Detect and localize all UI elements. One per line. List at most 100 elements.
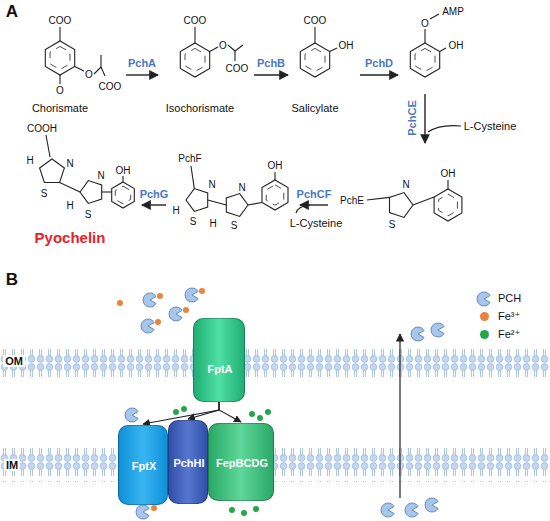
chemical-bond — [60, 183, 80, 193]
chemical-bond — [210, 47, 218, 52]
chemical-bond — [75, 67, 84, 72]
atom-label: O — [85, 69, 93, 80]
enzyme-label: PchCF — [297, 188, 332, 200]
atom-label: COO — [49, 15, 72, 26]
reagent-label: L-Cysteine — [290, 217, 343, 229]
atom-label: S — [231, 220, 238, 231]
ring-bond — [112, 182, 135, 208]
reaction-arrow — [126, 74, 158, 75]
outer-membrane — [0, 345, 550, 378]
node-text: PchF — [178, 153, 201, 164]
chemical-bond — [430, 14, 439, 19]
ring-bond — [40, 159, 65, 183]
compound-structure: AMP — [400, 4, 476, 92]
aromatic-bond — [439, 194, 458, 216]
enzyme-label: PchCE — [406, 100, 418, 135]
enzyme-label: PchA — [128, 57, 156, 69]
atom-label: COO — [304, 15, 327, 26]
enzyme-label: PchB — [257, 57, 285, 69]
reaction-arrow — [254, 74, 288, 75]
atom-label: S — [85, 209, 92, 220]
node-text: Isochorismate — [166, 102, 234, 114]
atom-label: S — [389, 219, 396, 230]
aromatic-bond — [305, 48, 325, 71]
ring-bond — [45, 41, 74, 75]
aromatic-bond — [50, 46, 70, 69]
legend: PCH Fe³⁺ Fe²⁺ — [476, 290, 546, 344]
atom-label: OH — [441, 168, 456, 179]
compound-structure: COOHPyochelin — [12, 118, 140, 250]
chemical-bond — [248, 203, 262, 206]
node-text: AMP — [442, 6, 464, 17]
node-text: Pyochelin — [35, 230, 106, 247]
ring-bond — [300, 43, 329, 77]
chemical-bond — [94, 67, 101, 74]
transporter-box: FptA — [193, 318, 245, 402]
transporter-name: FptA — [207, 363, 232, 375]
atom-label: N — [66, 158, 73, 169]
chemical-bond — [274, 172, 275, 180]
ring-bond — [180, 43, 209, 77]
reaction-arrow — [424, 94, 425, 143]
free-pch-and-iron — [125, 323, 444, 519]
aromatic-bond — [415, 48, 435, 71]
atom-label: OH — [268, 160, 283, 171]
atom-label: COO — [226, 63, 249, 74]
aromatic-bond — [185, 48, 205, 71]
legend-text: Fe³⁺ — [498, 310, 520, 323]
node-text: PchE — [340, 195, 364, 206]
chemical-bond — [194, 27, 195, 43]
legend-pch-icon — [476, 291, 492, 307]
atom-label: OH — [449, 40, 464, 51]
atom-label: OH — [339, 40, 354, 51]
node-text: OM — [3, 355, 25, 367]
transporter-box: PchHI — [168, 420, 208, 504]
ring-bond — [434, 189, 462, 221]
legend-swatch — [480, 330, 489, 339]
reaction-arrow — [188, 402, 219, 419]
pch-shape — [477, 292, 490, 306]
chemical-bond — [413, 197, 434, 205]
chemical-bond — [447, 180, 448, 189]
panel-letter: A — [6, 3, 18, 22]
ring-bond — [186, 189, 208, 212]
atom-label: H — [209, 218, 216, 229]
atom-label: N — [97, 170, 104, 181]
chemical-bond — [424, 29, 425, 43]
ring-bond — [390, 193, 414, 218]
atom-label: COO — [184, 15, 207, 26]
chemical-bond — [440, 48, 446, 52]
chemical-bond — [330, 48, 337, 52]
atom-label: O — [56, 85, 64, 96]
atom-label: N — [238, 182, 245, 193]
legend-row: Fe²⁺ — [476, 326, 546, 344]
reaction-arrow — [360, 74, 398, 75]
aromatic-bond — [266, 185, 284, 205]
node-text: IM — [4, 459, 20, 471]
atom-label: H — [66, 200, 73, 211]
legend-text: PCH — [498, 292, 521, 304]
aromatic-bond — [115, 186, 130, 204]
ring-bond — [410, 43, 439, 77]
panel-letter: B — [6, 271, 18, 290]
enzyme-label: PchD — [365, 57, 393, 69]
chemical-bond — [59, 27, 60, 41]
atom-label: N — [208, 179, 215, 190]
node-text: Salicylate — [291, 102, 338, 114]
legend-text: Fe²⁺ — [498, 328, 520, 341]
legend-swatch — [480, 312, 489, 321]
chemical-bond — [367, 197, 390, 200]
inner-membrane — [0, 448, 550, 482]
ring-bond — [80, 181, 102, 204]
legend-row: PCH — [476, 290, 546, 308]
transporter-name: FepBCDG — [216, 457, 268, 469]
chemical-bond — [102, 191, 112, 192]
chemical-bond — [191, 166, 194, 189]
reaction-arrow — [219, 402, 241, 422]
membrane-band: IMFptXPchHIFepBCDG — [0, 448, 550, 482]
transporter-name: FptX — [132, 460, 156, 472]
